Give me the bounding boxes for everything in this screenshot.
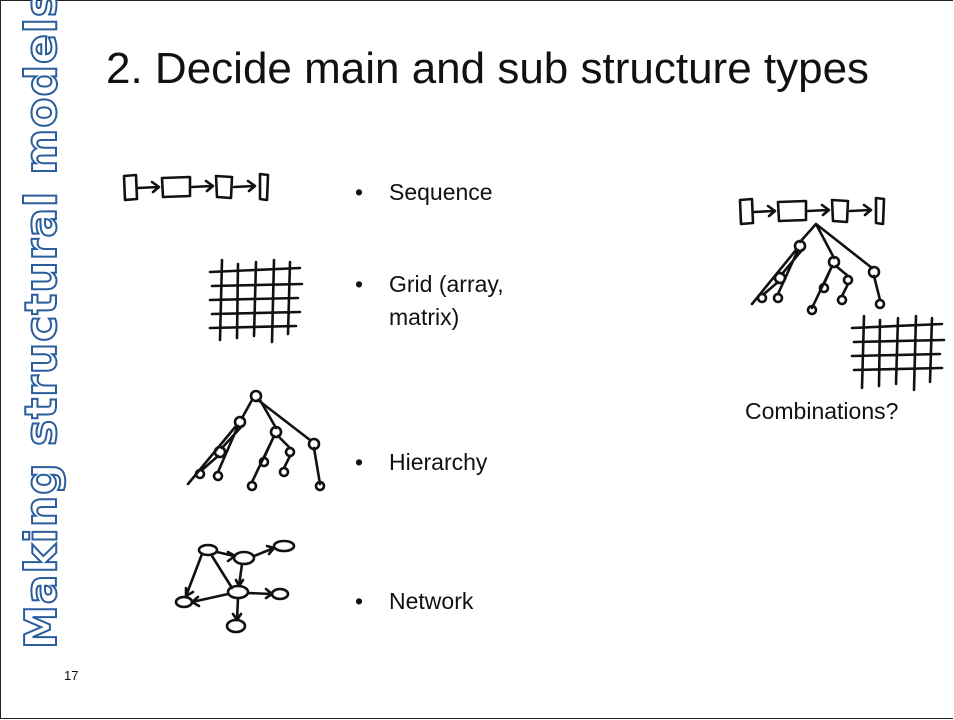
hierarchy-sketch-icon — [186, 389, 326, 492]
bullet-text-line2: matrix) — [389, 304, 460, 330]
page-number: 17 — [64, 668, 79, 683]
combination-sequence-sketch-icon — [738, 196, 886, 226]
combination-grid-sketch-icon — [850, 314, 946, 392]
bullet-text: Network — [389, 588, 474, 614]
combination-hierarchy-sketch-icon — [750, 222, 886, 316]
side-title: Making structural models — [0, 0, 68, 720]
bullet-dot: • — [355, 449, 364, 475]
slide-title: 2. Decide main and sub structure types — [106, 44, 870, 93]
bullet-text: Hierarchy — [389, 449, 488, 475]
bullet-text: Sequence — [389, 179, 493, 205]
sequence-sketch-icon — [122, 172, 270, 202]
combinations-label: Combinations? — [745, 398, 899, 424]
bullet-dot: • — [355, 271, 364, 297]
bullet-dot: • — [355, 588, 364, 614]
bullet-text: Grid (array, — [389, 271, 504, 297]
grid-sketch-icon — [208, 258, 304, 344]
network-sketch-icon — [174, 539, 296, 634]
bullet-dot: • — [355, 179, 364, 205]
side-title-text: Making structural models — [15, 0, 68, 650]
